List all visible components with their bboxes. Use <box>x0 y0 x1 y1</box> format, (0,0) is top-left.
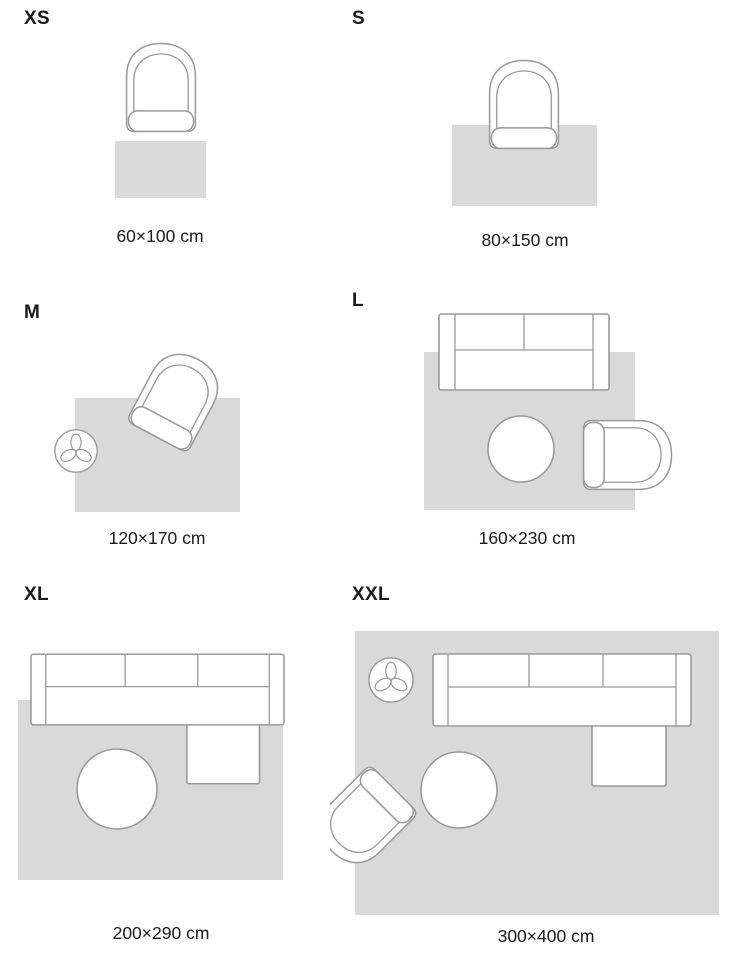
size-panel-xl: XL 200×290 cm <box>0 580 330 960</box>
size-panel-m: M 120×170 cm <box>0 280 330 580</box>
size-illustration-l <box>424 313 673 510</box>
armchair-icon <box>488 59 560 150</box>
size-panel-s: S 80×150 cm <box>330 0 730 280</box>
armchair-icon <box>582 419 673 491</box>
size-dimensions-l: 160×230 cm <box>478 528 576 548</box>
size-dimensions-xl: 200×290 cm <box>112 923 210 943</box>
size-dimensions-xs: 60×100 cm <box>116 226 204 246</box>
plant-icon <box>54 429 98 473</box>
rug-xs <box>115 141 206 198</box>
size-dimensions-xxl: 300×400 cm <box>497 926 595 946</box>
size-label-xxl: XXL <box>352 584 390 605</box>
size-label-m: M <box>24 302 41 323</box>
size-panel-l: L 160×230 cm <box>330 280 730 580</box>
size-panel-xs: XS 60×100 cm <box>0 0 330 280</box>
size-label-s: S <box>352 8 365 29</box>
size-panel-xxl: XXL 300×400 cm <box>330 580 730 960</box>
size-label-l: L <box>352 290 364 311</box>
plant-icon <box>368 657 414 703</box>
coffee-table-icon <box>420 751 498 829</box>
size-label-xl: XL <box>24 584 49 605</box>
size-dimensions-s: 80×150 cm <box>481 230 569 250</box>
sofa-icon <box>438 313 610 391</box>
size-illustration-xl <box>18 653 285 880</box>
size-illustration-xs <box>115 42 206 198</box>
size-illustration-xxl <box>330 631 719 915</box>
size-label-xs: XS <box>24 8 50 29</box>
coffee-table-icon <box>487 415 555 483</box>
size-illustration-m <box>54 342 240 512</box>
armchair-icon <box>125 42 197 133</box>
size-dimensions-m: 120×170 cm <box>108 528 206 548</box>
coffee-table-icon <box>76 748 158 830</box>
size-illustration-s <box>452 59 597 206</box>
